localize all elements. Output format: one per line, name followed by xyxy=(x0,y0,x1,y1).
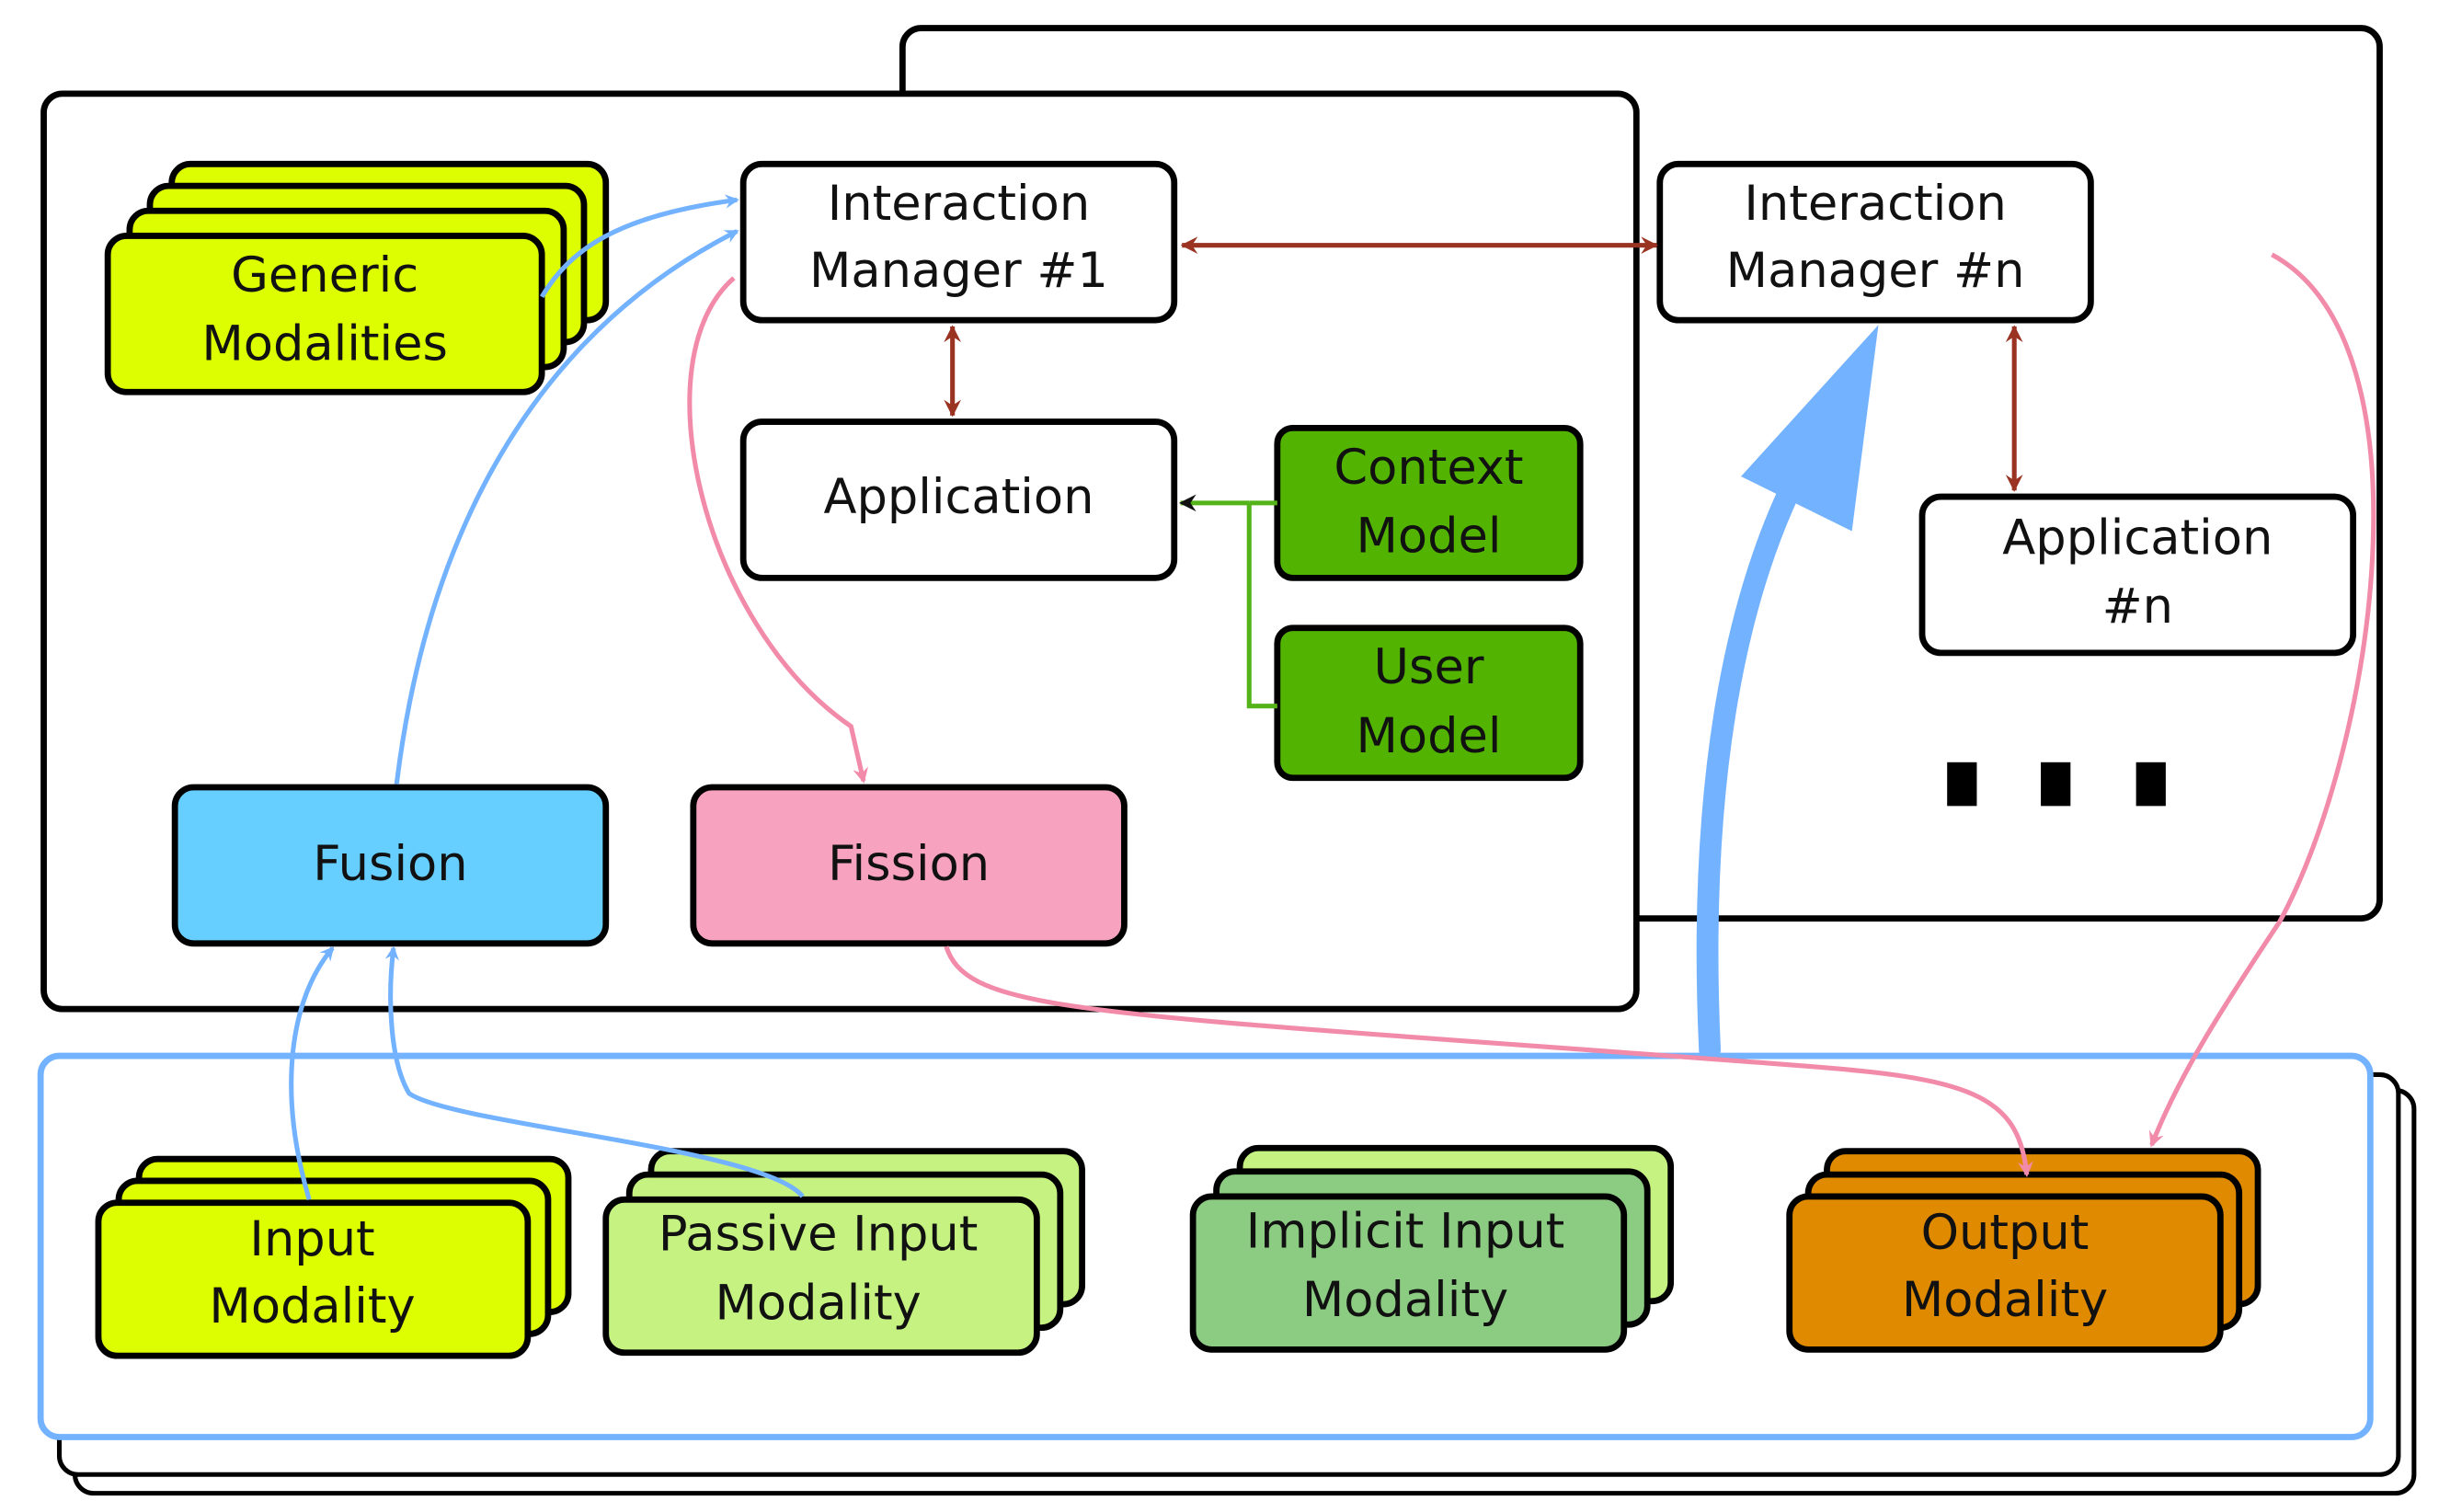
fusion-label: Fusion xyxy=(313,836,467,892)
imn-to-output-arrow xyxy=(2148,252,2376,1148)
fission-to-output-arrow xyxy=(944,945,2033,1177)
passive-input-modality-stack: Passive Input Modality xyxy=(602,1148,1085,1357)
generic-modalities-stack: Generic Modalities xyxy=(104,160,610,395)
user-model-label-1: User xyxy=(1374,639,1484,695)
fusion-to-im1-arrow xyxy=(394,229,739,785)
context-model-label-2: Model xyxy=(1357,509,1502,565)
passive-input-modality-label-2: Modality xyxy=(716,1275,922,1331)
generic-modalities-box xyxy=(104,233,545,395)
passive-input-modality-box xyxy=(602,1196,1040,1357)
interaction-manager-n-label-1: Interaction xyxy=(1744,176,2006,232)
interaction-manager-n: Interaction Manager #n xyxy=(1656,160,2094,324)
input-modality-box xyxy=(95,1199,532,1359)
context-model-label-1: Context xyxy=(1334,440,1523,496)
fission-label: Fission xyxy=(828,836,990,892)
output-modality-box xyxy=(1786,1193,2224,1353)
output-modality-label-2: Modality xyxy=(1902,1272,2108,1328)
user-model-connector xyxy=(1246,502,1277,709)
implicit-input-modality-box xyxy=(1189,1193,1628,1353)
generic-to-im1-arrow xyxy=(539,194,739,298)
user-model-label-2: Model xyxy=(1357,708,1502,764)
output-modality-label-1: Output xyxy=(1921,1205,2090,1261)
generic-modalities-label-2: Modalities xyxy=(201,316,448,372)
ellipsis-icon xyxy=(1947,762,2166,807)
im1-to-fission-arrow xyxy=(687,276,869,784)
implicit-input-modality-stack: Implicit Input Modality xyxy=(1189,1144,1675,1353)
output-modality-stack: Output Modality xyxy=(1786,1148,2262,1353)
context-model: Context Model xyxy=(1274,424,1584,581)
application-label: Application xyxy=(823,469,1094,525)
modality-layer-to-imn-arrow xyxy=(1696,325,1879,1061)
fusion: Fusion xyxy=(171,784,610,947)
application-n-label-1: Application xyxy=(2002,510,2273,566)
application-n: Application #n xyxy=(1918,493,2357,657)
passive-input-modality-label-1: Passive Input xyxy=(658,1207,979,1263)
user-model: User Model xyxy=(1274,624,1584,782)
application: Application xyxy=(739,418,1178,581)
interaction-manager-1: Interaction Manager #1 xyxy=(739,160,1178,324)
manager-links xyxy=(944,236,2023,492)
input-modality-label-1: Input xyxy=(249,1211,374,1267)
implicit-input-modality-label-1: Implicit Input xyxy=(1246,1203,1565,1259)
passive-to-fusion-arrow xyxy=(384,945,805,1198)
input-modality-label-2: Modality xyxy=(209,1278,415,1334)
implicit-input-modality-label-2: Modality xyxy=(1302,1272,1508,1328)
interaction-manager-1-label-2: Manager #1 xyxy=(809,243,1108,299)
output-flow-arrows xyxy=(687,252,2376,1177)
input-modality-stack: Input Modality xyxy=(95,1155,572,1359)
fission: Fission xyxy=(690,784,1128,947)
interaction-manager-n-label-2: Manager #n xyxy=(1726,243,2025,299)
model-connectors xyxy=(1178,494,1277,709)
input-to-fusion-arrow xyxy=(289,945,335,1201)
interaction-manager-1-label-1: Interaction xyxy=(828,176,1090,232)
input-flow-arrows xyxy=(289,194,805,1201)
application-n-label-2: #n xyxy=(2102,578,2173,635)
generic-modalities-label-1: Generic xyxy=(231,247,418,304)
